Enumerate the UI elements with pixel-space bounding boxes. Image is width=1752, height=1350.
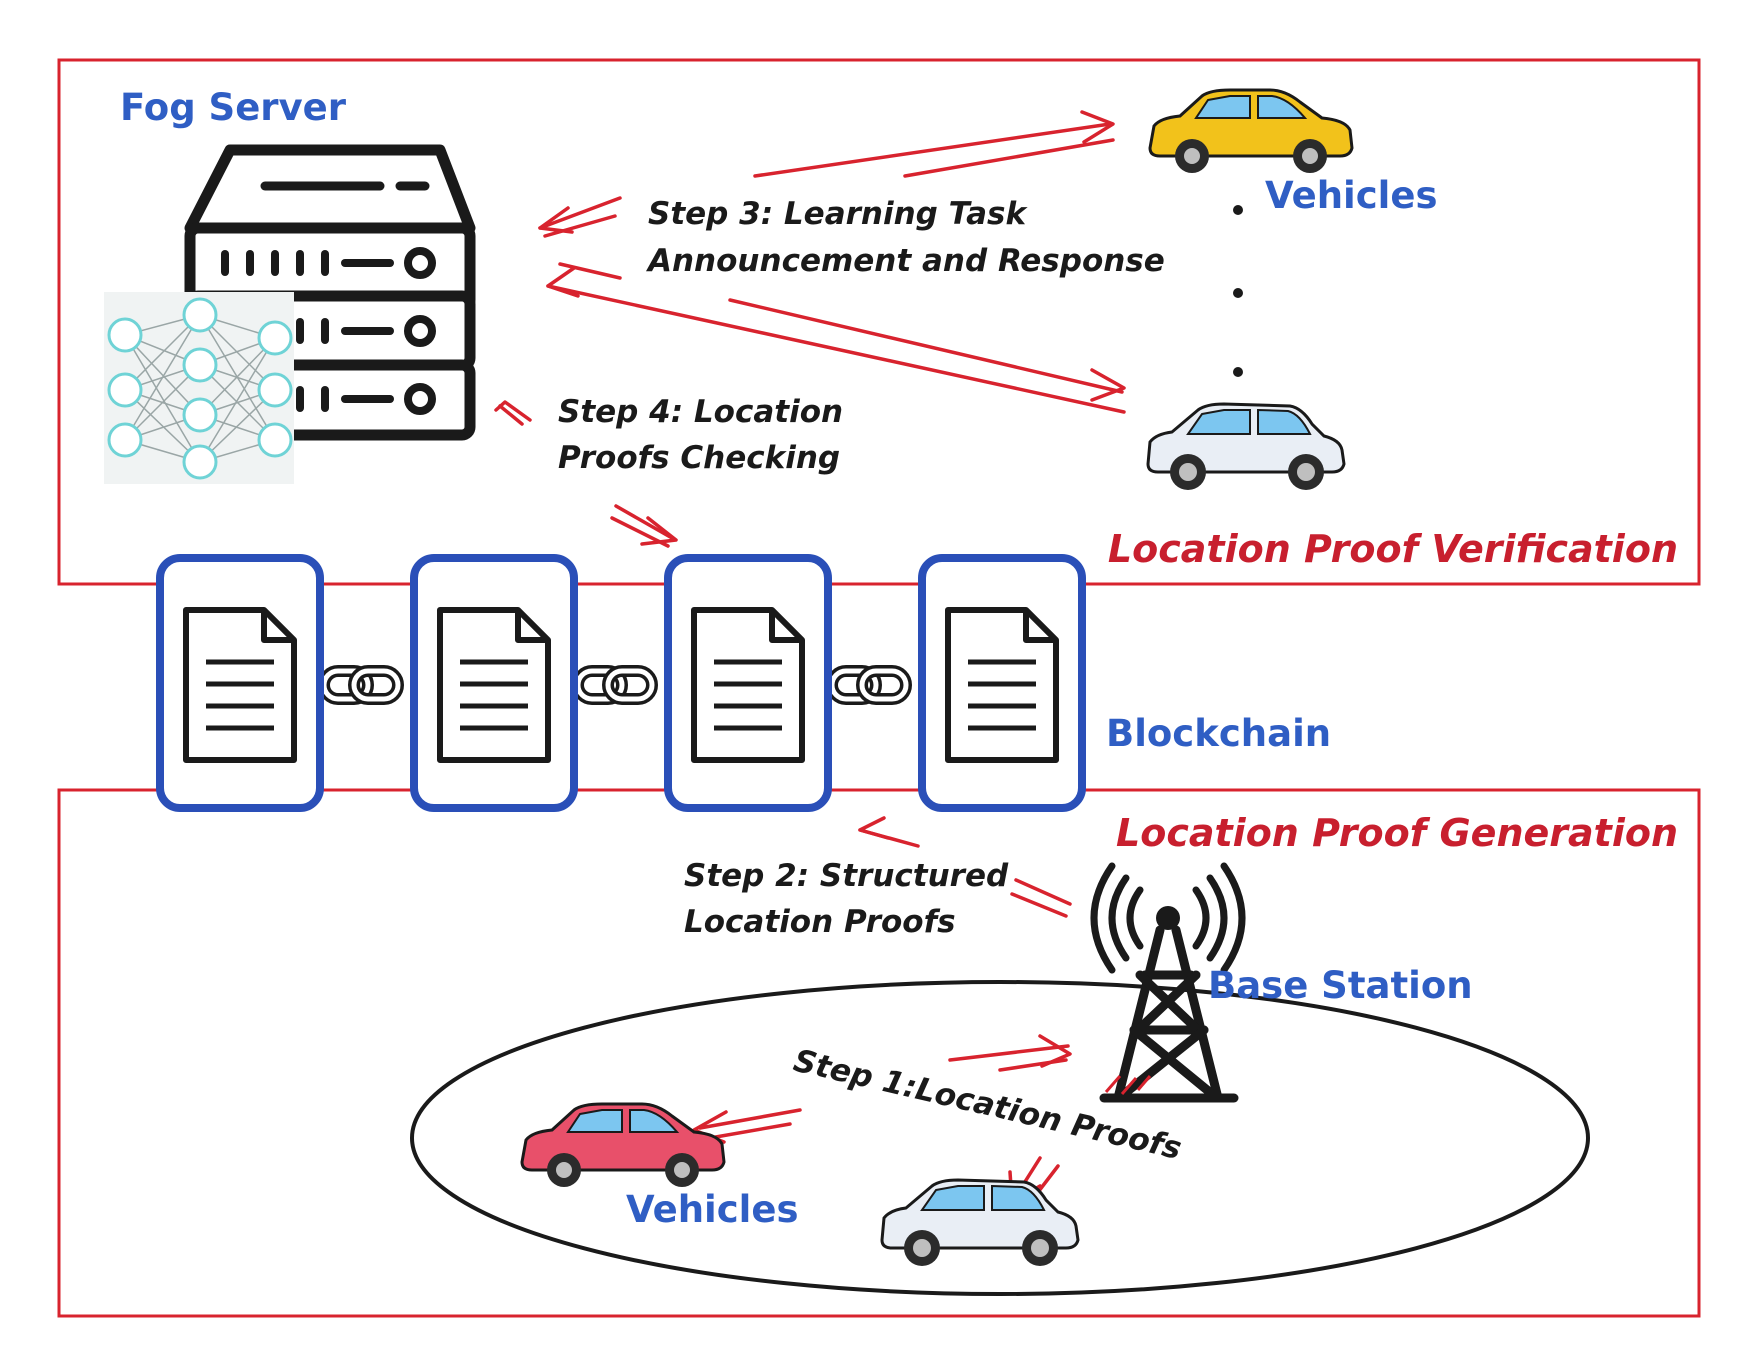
chain-link-icon-1 [324, 671, 398, 699]
document-icon-4 [948, 610, 1056, 760]
step4-label-line1: Step 4: Location [558, 394, 843, 430]
blockchain-label: Blockchain [1106, 712, 1331, 755]
coverage-area [410, 980, 1590, 1296]
verification-region-label: Location Proof Verification [1108, 527, 1678, 571]
step2-arrows [858, 816, 1072, 918]
step3-label-line2: Announcement and Response [645, 243, 1165, 279]
chain-link-icon-2 [578, 671, 652, 699]
document-icon-3 [694, 610, 802, 760]
generation-region-box [57, 788, 1701, 1318]
step3-arrows [538, 110, 1126, 414]
chain-link-icon-3 [832, 671, 906, 699]
step4-arrows [494, 400, 678, 548]
car-icon-white-bottom [880, 1178, 1080, 1268]
blockchain [156, 554, 1086, 812]
car-icon-red [520, 1102, 726, 1189]
verification-region-box [57, 58, 1701, 586]
step4-label-line2: Proofs Checking [558, 440, 840, 476]
vehicles-bottom-label: Vehicles [626, 1188, 798, 1231]
ellipsis-dots [1233, 205, 1243, 377]
fog-server-label: Fog Server [120, 86, 347, 129]
vehicles-top-label: Vehicles [1265, 174, 1437, 217]
document-icon-1 [186, 610, 294, 760]
step2-label-line1: Step 2: Structured [684, 858, 1009, 894]
step3-label-line1: Step 3: Learning Task [648, 196, 1028, 232]
car-icon-white-top [1146, 402, 1346, 492]
car-icon-yellow [1148, 88, 1354, 175]
neural-network-icon [104, 292, 294, 484]
step2-label-line2: Location Proofs [684, 904, 956, 940]
antenna-tower-icon [1090, 862, 1246, 1103]
generation-region-label: Location Proof Generation [1116, 811, 1678, 855]
document-icon-2 [440, 610, 548, 760]
base-station-label: Base Station [1208, 964, 1473, 1007]
